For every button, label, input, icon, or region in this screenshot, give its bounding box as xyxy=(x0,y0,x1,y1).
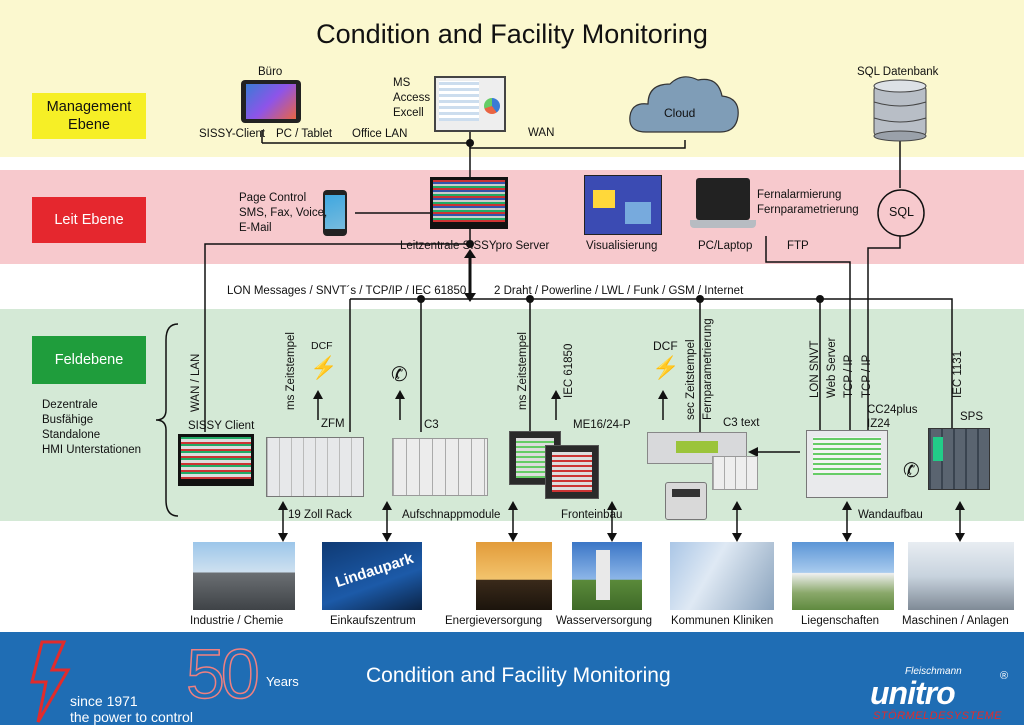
footer-brand: unitro xyxy=(870,675,956,711)
label-bus-right: 2 Draht / Powerline / LWL / Funk / GSM /… xyxy=(494,285,744,297)
photo-kommunen xyxy=(670,542,774,610)
label-sps: SPS xyxy=(960,411,984,423)
caption-liegenschaften: Liegenschaften xyxy=(801,615,880,627)
photo-einkaufszentrum: Lindaupark xyxy=(322,542,422,610)
smartphone-icon xyxy=(323,190,347,236)
label-web-server: Web Server xyxy=(826,337,838,398)
footer-title: Condition and Facility Monitoring xyxy=(366,664,671,687)
footer-banner: since 1971 the power to control 50 Years… xyxy=(0,632,1024,725)
cloud-icon xyxy=(629,76,739,133)
page-title: Condition and Facility Monitoring xyxy=(316,19,708,49)
footer-brand-small: Fleischmann xyxy=(905,666,962,677)
laptop-icon xyxy=(690,178,756,230)
label-aufschnapp: Aufschnappmodule xyxy=(402,509,501,521)
label-ms-zeitstempel-1: ms Zeitstempel xyxy=(285,332,297,410)
label-iec-61850: IEC 61850 xyxy=(563,343,575,398)
excel-screen-icon xyxy=(434,76,506,132)
label-cc24plus: CC24plus IZ24 xyxy=(867,404,918,430)
label-zoll-rack: 19 Zoll Rack xyxy=(288,509,352,521)
front-panel-2 xyxy=(545,445,599,499)
label-sec-zeitstempel: sec Zeitstempel xyxy=(685,339,697,420)
label-wandaufbau: Wandaufbau xyxy=(858,509,923,521)
sql-circle xyxy=(877,189,925,237)
level-feld: Feldebene xyxy=(32,336,146,384)
server-monitor-icon xyxy=(430,177,508,229)
label-fernalarmierung: Fernalarmierung Fernparametrierung xyxy=(757,189,859,216)
level-leit: Leit Ebene xyxy=(32,197,146,243)
label-sql-datenbank: SQL Datenbank xyxy=(857,66,939,78)
label-feld-list: Dezentrale Busfähige Standalone HMI Unte… xyxy=(42,399,142,456)
label-dcf-2: DCF xyxy=(653,339,678,353)
label-buero: Büro xyxy=(258,66,283,78)
lightning-icon-1: ⚡ xyxy=(310,355,338,380)
label-tcp-ip-1: TCP / IP xyxy=(843,354,855,398)
caption-kommunen: Kommunen Kliniken xyxy=(671,615,774,627)
label-ftp: FTP xyxy=(787,240,809,252)
label-c3: C3 xyxy=(424,419,439,431)
label-fronteinbau: Fronteinbau xyxy=(561,509,623,521)
lightning-icon-2: ⚡ xyxy=(652,355,680,380)
visualisierung-screen xyxy=(584,175,662,235)
label-iec-1131: IEC 1131 xyxy=(952,350,964,398)
footer-years-label: Years xyxy=(266,674,299,689)
label-sissy-client-feld: SISSY Client xyxy=(188,420,255,432)
sps-device xyxy=(928,428,990,490)
caption-maschinen: Maschinen / Anlagen xyxy=(902,615,1009,627)
relay-modules xyxy=(712,456,758,490)
caption-industrie: Industrie / Chemie xyxy=(190,615,284,627)
label-ms-zeitstempel-2: ms Zeitstempel xyxy=(517,332,529,410)
label-me16: ME16/24-P xyxy=(573,419,631,431)
label-fernparametrierung: Fernparametrierung xyxy=(702,318,714,420)
lightning-logo-icon xyxy=(30,640,71,723)
caption-wasser: Wasserversorgung xyxy=(556,615,653,627)
photo-energie xyxy=(476,542,552,610)
footer-years-number: 50 xyxy=(185,634,260,714)
label-c3-text: C3 text xyxy=(723,417,760,429)
label-bus-left: LON Messages / SNVT´s / TCP/IP / IEC 618… xyxy=(227,285,467,297)
level-management: Management Ebene xyxy=(32,93,146,139)
phone-icon-2: ✆ xyxy=(903,460,920,482)
cloud-label: Cloud xyxy=(664,106,696,120)
photo-industrie xyxy=(193,542,295,610)
footer-brand-reg: ® xyxy=(1000,670,1009,682)
label-zfm: ZFM xyxy=(321,418,345,430)
label-leitzentrale: Leitzentrale SISSYpro Server xyxy=(400,240,550,252)
footer-since: since 1971 xyxy=(70,693,138,709)
leit-band xyxy=(0,170,1024,264)
label-wan-lan: WAN / LAN xyxy=(190,353,202,412)
printer-device xyxy=(665,482,707,520)
lindaupark-sign: Lindaupark xyxy=(333,549,416,592)
label-dcf-1: DCF xyxy=(311,340,333,352)
label-office-lan: Office LAN xyxy=(352,128,408,140)
label-pc-laptop: PC/Laptop xyxy=(698,240,753,252)
photo-liegenschaften xyxy=(792,542,894,610)
photo-wasser xyxy=(572,542,642,610)
snap-modules xyxy=(392,438,488,496)
wall-mount-device xyxy=(806,430,888,498)
label-sql: SQL xyxy=(889,205,915,219)
tablet-icon xyxy=(241,80,301,123)
sissy-client-monitor xyxy=(178,434,254,486)
label-page-control: Page Control SMS, Fax, Voice, E-Mail xyxy=(239,192,328,234)
label-lon-snvt: LON SNVT xyxy=(809,340,821,398)
caption-energie: Energieversorgung xyxy=(445,615,543,627)
label-tcp-ip-2: TCP / IP xyxy=(861,354,873,398)
footer-brand-sub: STÖRMELDESYSTEME xyxy=(873,710,1003,722)
label-sissy-client-top: SISSY-Client xyxy=(199,128,266,140)
label-pc-tablet: PC / Tablet xyxy=(276,128,333,140)
phone-icon-1: ✆ xyxy=(391,364,408,386)
rack-device xyxy=(266,437,364,497)
label-wan: WAN xyxy=(528,127,555,139)
caption-einkaufszentrum: Einkaufszentrum xyxy=(330,615,416,627)
label-ms-office: MS Access Excell xyxy=(393,77,431,119)
management-band xyxy=(0,0,1024,157)
footer-tagline: the power to control xyxy=(70,709,193,725)
label-visualisierung: Visualisierung xyxy=(586,240,658,252)
database-icon xyxy=(873,79,927,142)
photo-maschinen xyxy=(908,542,1014,610)
